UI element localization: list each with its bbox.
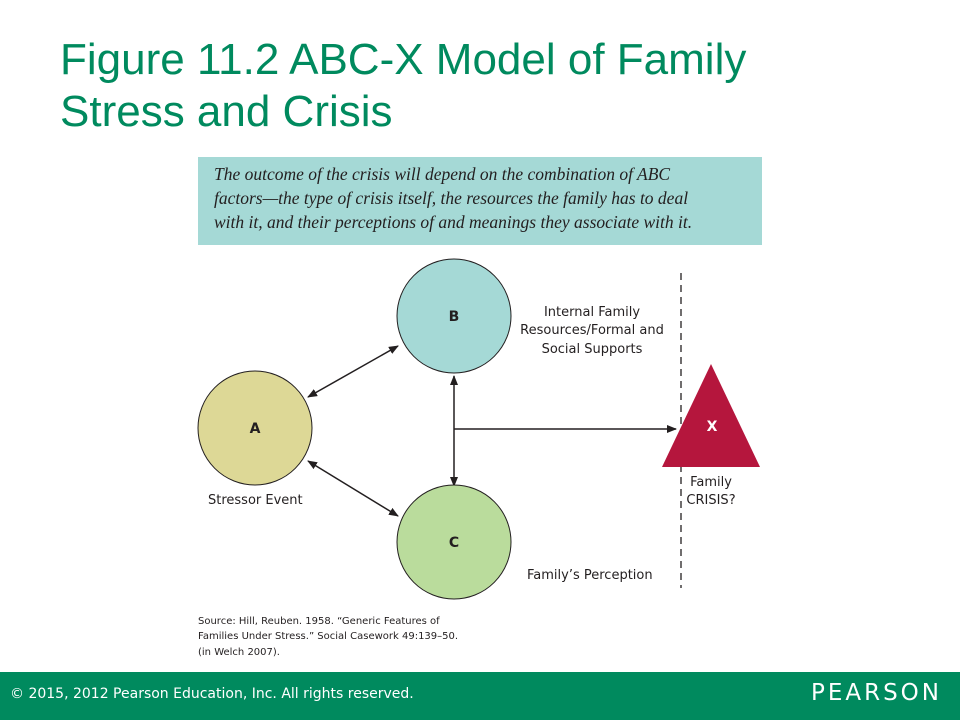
source-citation-line-1: Source: Hill, Reuben. 1958. “Generic Fea… (198, 616, 440, 627)
node-b-label-line-2: Resources/Formal and (520, 323, 664, 338)
crisis-x-letter: X (707, 419, 718, 435)
callout-line-2: factors—the type of crisis itself, the r… (214, 188, 689, 208)
node-a-letter: A (250, 421, 261, 437)
node-b-label-line-1: Internal Family (544, 305, 640, 320)
callout-line-1: The outcome of the crisis will depend on… (214, 164, 671, 184)
copyright-notice: © 2015, 2012 Pearson Education, Inc. All… (10, 686, 414, 702)
source-citation-line-3: (in Welch 2007). (198, 647, 280, 658)
node-c-letter: C (449, 535, 459, 551)
slide-title-line-2: Stress and Crisis (60, 87, 393, 136)
footer-bar: © 2015, 2012 Pearson Education, Inc. All… (0, 672, 960, 720)
node-c-label: Family’s Perception (527, 568, 653, 583)
node-b-label-line-3: Social Supports (542, 342, 643, 357)
node-b-circle (396, 258, 512, 374)
crisis-x-triangle (662, 364, 760, 467)
outcome-callout-box: The outcome of the crisis will depend on… (198, 157, 762, 245)
callout-line-3: with it, and their perceptions of and me… (214, 212, 693, 232)
slide-title-line-1: Figure 11.2 ABC-X Model of Family (60, 35, 747, 84)
crisis-x-label-line-2: CRISIS? (686, 493, 735, 508)
node-a-label: Stressor Event (208, 493, 303, 508)
pearson-logo: PEARSON (810, 680, 942, 706)
slide-title: Figure 11.2 ABC-X Model of Family Stress… (60, 34, 920, 138)
crisis-x-label-line-1: Family (690, 475, 732, 490)
node-b-letter: B (449, 309, 460, 325)
node-c-circle (396, 484, 512, 600)
source-citation-line-2: Families Under Stress.” Social Casework … (198, 631, 458, 642)
abcx-model-diagram: A Stressor Event B Internal Family Resou… (197, 258, 760, 658)
arrow-a-to-c (307, 460, 399, 517)
arrow-a-to-b (307, 345, 399, 398)
node-a-circle (197, 370, 313, 486)
